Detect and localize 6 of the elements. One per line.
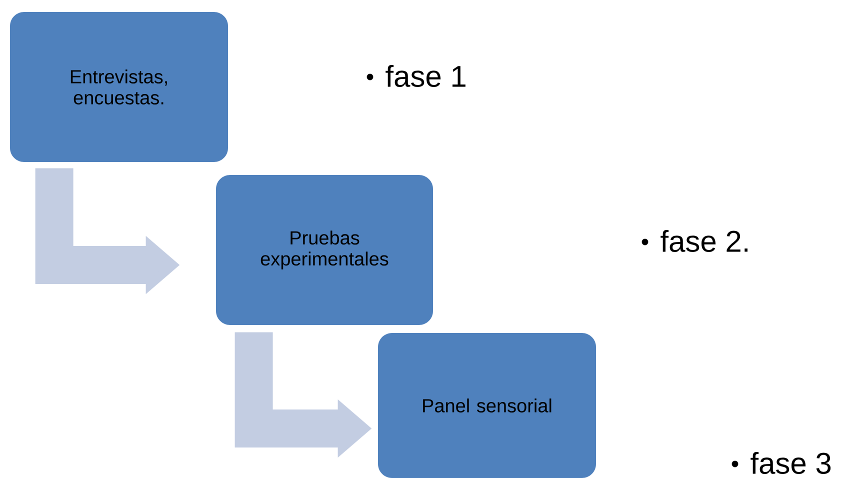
process-box: Entrevistas, encuestas. [10,12,228,162]
phase-label: fase 3 [750,452,831,474]
phase-label: fase 2. [660,230,748,252]
process-box: Panel sensorial [378,333,596,478]
phase-label: fase 1 [386,65,466,87]
process-box: Pruebas experimentales [216,175,433,325]
